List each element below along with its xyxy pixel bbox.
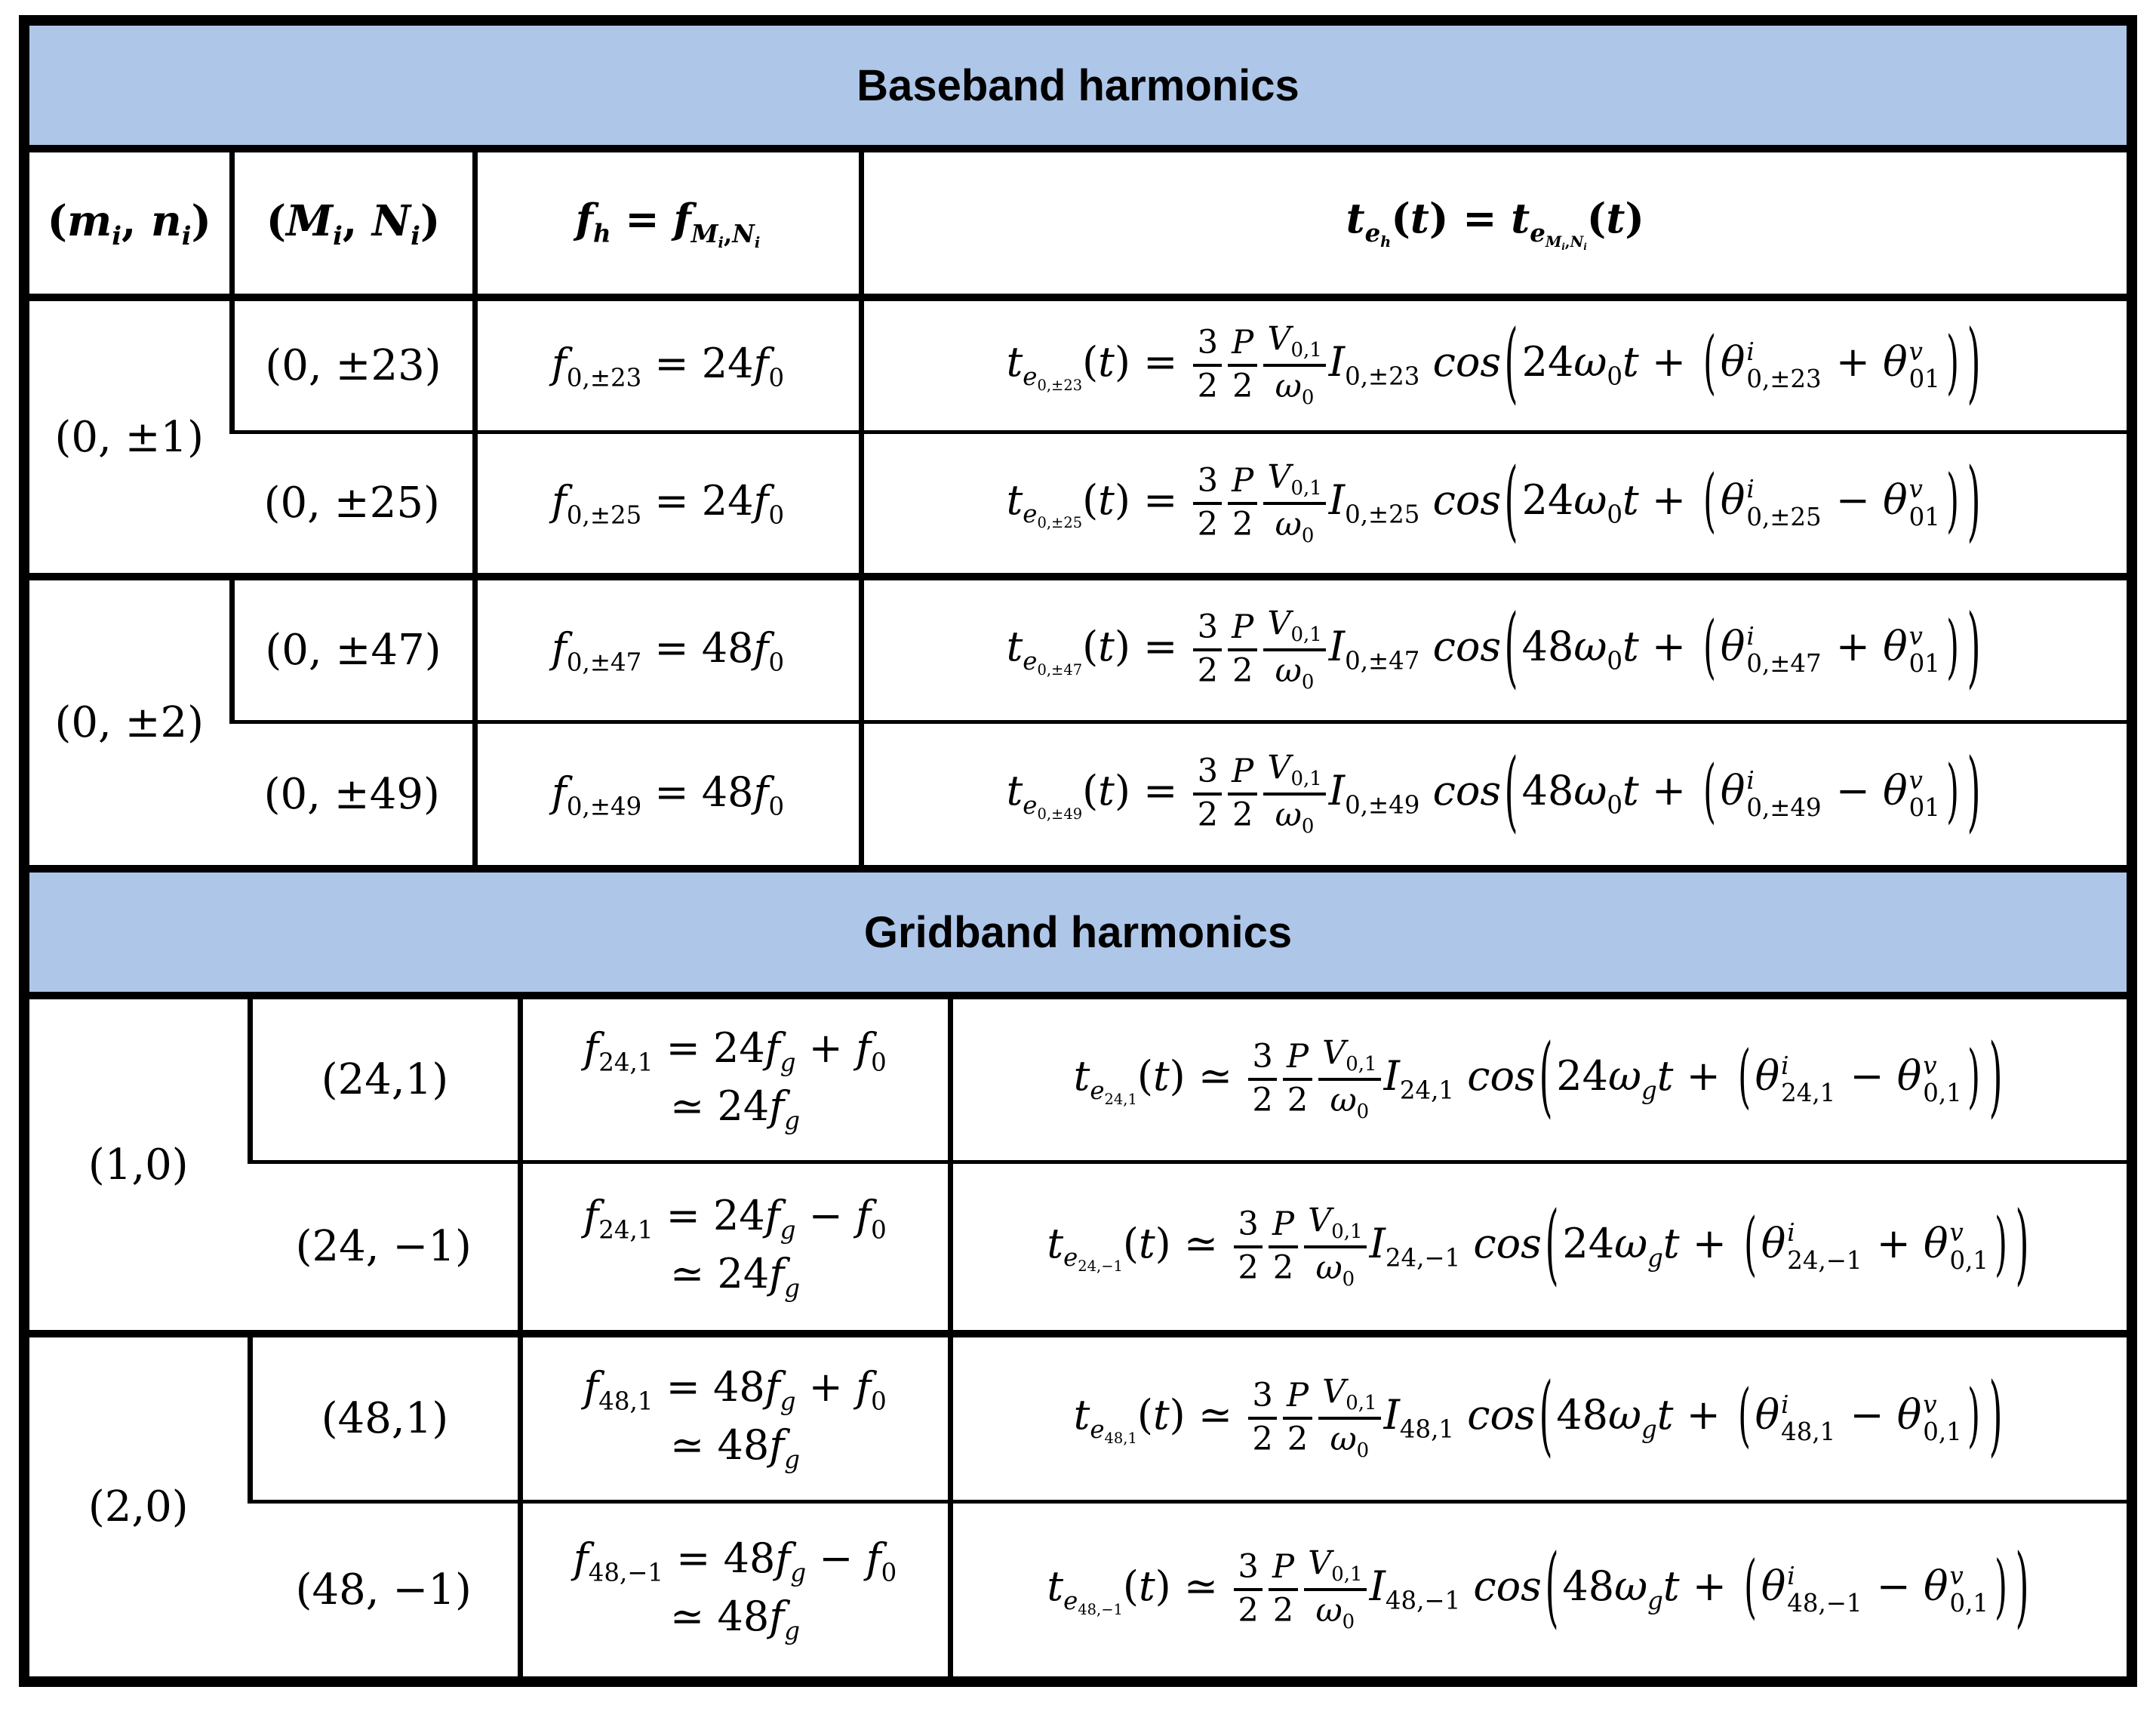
header-MN: (Mi, Ni) [229,152,475,297]
cell-MN: (0, ±49) [232,719,475,865]
cell-f: f0,±47 = 48f0 [472,573,861,722]
cell-MN: (0, ±47) [229,573,475,722]
cell-mn-group: (2,0) [29,1330,250,1676]
cell-MN: (48,1) [247,1330,520,1501]
cell-mn-group: (0, ±2) [29,573,232,865]
baseband-header-row: (mi, ni) (Mi, Ni) fh = fMi,Ni teh(t) = t… [29,152,2127,297]
gridband-section-title: Gridband harmonics [863,907,1293,957]
cell-f: f0,±25 = 24f0 [472,429,861,577]
cell-f: f48,−1 = 48fg − f0 ≃ 48fg [517,1499,950,1676]
cell-MN: (48, −1) [250,1499,520,1676]
cell-MN: (0, ±23) [229,294,475,432]
table-row: (24, −1) f24,1 = 24fg − f0 ≃ 24fg te24,−… [29,1159,2127,1334]
header-mn: (mi, ni) [47,195,211,251]
table-row: (0, ±1) (0, ±23) f0,±23 = 24f0 te0,±23(t… [29,294,2127,577]
gridband-section-band: Gridband harmonics [29,865,2127,999]
f-line-1: f24,1 = 24fg − f0 [583,1191,887,1245]
cell-f: f24,1 = 24fg + f0 ≃ 24fg [517,999,950,1162]
baseband-section-title: Baseband harmonics [857,60,1299,110]
f-line-2: ≃ 48fg [670,1593,800,1645]
cell-MN: (24, −1) [250,1159,520,1334]
table-row: (1,0) (24,1) f24,1 = 24fg + f0 ≃ 24fg te… [29,999,2127,1190]
cell-MN: (24,1) [247,999,520,1162]
cell-MN: (0, ±25) [232,429,475,577]
f-line-1: f24,1 = 24fg + f0 [583,1024,887,1077]
baseband-section-band: Baseband harmonics [29,26,2127,152]
f-line-2: ≃ 24fg [670,1249,800,1303]
table-row: (0, ±2) (0, ±47) f0,±47 = 48f0 te0,±47(t… [29,573,2127,865]
cell-f: f0,±23 = 24f0 [472,294,861,432]
cell-f: f48,1 = 48fg + f0 ≃ 48fg [517,1330,950,1501]
baseband-table: (mi, ni) (Mi, Ni) fh = fMi,Ni teh(t) = t… [29,152,2127,865]
table-row: (2,0) (48,1) f48,1 = 48fg + f0 ≃ 48fg te… [29,1330,2127,1676]
f-line-1: f48,−1 = 48fg − f0 [573,1534,897,1587]
cell-f: f24,1 = 24fg − f0 ≃ 24fg [517,1159,950,1334]
gridband-table: (1,0) (24,1) f24,1 = 24fg + f0 ≃ 24fg te… [29,999,2127,1676]
header-fh: fh = fMi,Ni [472,152,861,297]
harmonics-table: Baseband harmonics (mi, ni) (Mi, Ni) fh … [19,15,2137,1687]
cell-f: f0,±49 = 48f0 [472,719,861,865]
header-te: teh(t) = teMi,Ni(t) [858,152,2127,297]
table-row: (48, −1) f48,−1 = 48fg − f0 ≃ 48fg te48,… [29,1499,2127,1676]
cell-mn-group: (0, ±1) [29,294,232,577]
f-line-1: f48,1 = 48fg + f0 [583,1363,887,1416]
cell-mn-group: (1,0) [88,1140,189,1190]
f-line-2: ≃ 24fg [670,1082,800,1135]
f-line-2: ≃ 48fg [670,1421,800,1474]
